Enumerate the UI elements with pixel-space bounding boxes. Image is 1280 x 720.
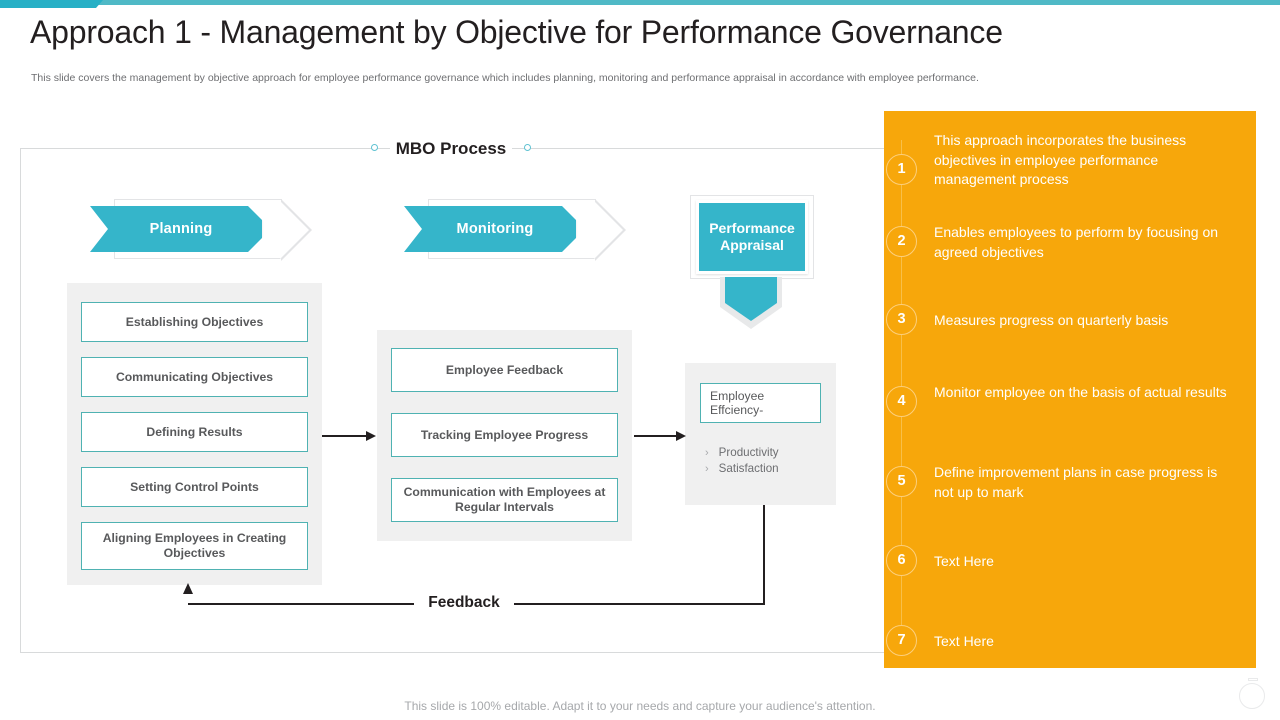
list-item[interactable]: Defining Results: [81, 412, 308, 452]
highlight-number: 4: [886, 386, 917, 417]
highlight-number: 2: [886, 226, 917, 257]
list-item[interactable]: Establishing Objectives: [81, 302, 308, 342]
list-item[interactable]: Aligning Employees in Creating Objective…: [81, 522, 308, 570]
stopwatch-icon: [1239, 678, 1265, 709]
mbo-process-heading: MBO Process: [390, 136, 512, 162]
chevron-right-icon: ›: [705, 463, 709, 475]
list-item[interactable]: Communicating Objectives: [81, 357, 308, 397]
highlight-text: Define improvement plans in case progres…: [934, 464, 1218, 500]
highlight-text: Enables employees to perform by focusing…: [934, 224, 1219, 260]
mbo-process-heading-label: MBO Process: [395, 139, 507, 158]
highlight-text: Monitor employee on the basis of actual …: [934, 384, 1227, 400]
appraisal-bullet-list: › Productivity › Satisfaction: [705, 445, 779, 477]
planning-group: Establishing Objectives Communicating Ob…: [67, 283, 322, 585]
list-item[interactable]: Tracking Employee Progress: [391, 413, 618, 457]
stage-appraisal[interactable]: Performance Appraisal: [696, 200, 808, 274]
bullet-label: Satisfaction: [718, 462, 779, 475]
highlight-number: 7: [886, 625, 917, 656]
highlight-number: 3: [886, 304, 917, 335]
chevron-right-icon: ›: [705, 447, 709, 459]
highlight-number: 6: [886, 545, 917, 576]
list-item[interactable]: Employee Feedback: [391, 348, 618, 392]
arrow-up-icon: [183, 583, 193, 594]
bullet-label: Productivity: [718, 446, 779, 459]
stage-monitoring[interactable]: Monitoring: [404, 199, 626, 261]
highlight-text: Text Here: [934, 633, 994, 649]
stage-monitoring-label: Monitoring: [456, 221, 534, 237]
page-title: Approach 1 - Management by Objective for…: [30, 14, 1003, 50]
page-subtitle: This slide covers the management by obje…: [31, 72, 979, 84]
arrow-right-icon: [322, 431, 376, 440]
stage-planning[interactable]: Planning: [90, 199, 312, 261]
highlight-number: 1: [886, 154, 917, 185]
highlight-text: Text Here: [934, 553, 994, 569]
arrow-right-icon: [634, 431, 686, 440]
highlight-text: Measures progress on quarterly basis: [934, 312, 1169, 328]
list-item: › Satisfaction: [705, 461, 779, 477]
appraisal-group: Employee Effciency- › Productivity › Sat…: [685, 363, 836, 505]
employee-efficiency-box[interactable]: Employee Effciency-: [700, 383, 821, 423]
top-accent-bar: [0, 0, 1280, 5]
highlights-panel: [884, 111, 1256, 668]
highlight-number: 5: [886, 466, 917, 497]
list-item[interactable]: Setting Control Points: [81, 467, 308, 507]
list-item[interactable]: Communication with Employees at Regular …: [391, 478, 618, 522]
list-item: › Productivity: [705, 445, 779, 461]
section-ring-left-icon: [371, 144, 378, 151]
stage-planning-label: Planning: [149, 221, 213, 237]
top-accent-bar-dark: [0, 0, 103, 8]
footer-note: This slide is 100% editable. Adapt it to…: [404, 699, 876, 713]
feedback-label: Feedback: [414, 591, 514, 615]
section-ring-right-icon: [524, 144, 531, 151]
monitoring-group: Employee Feedback Tracking Employee Prog…: [377, 330, 632, 541]
stage-monitoring-chevron: Monitoring: [404, 206, 576, 252]
stage-planning-chevron: Planning: [90, 206, 262, 252]
highlight-text: This approach incorporates the business …: [934, 132, 1187, 188]
feedback-line-vertical: [763, 505, 765, 605]
